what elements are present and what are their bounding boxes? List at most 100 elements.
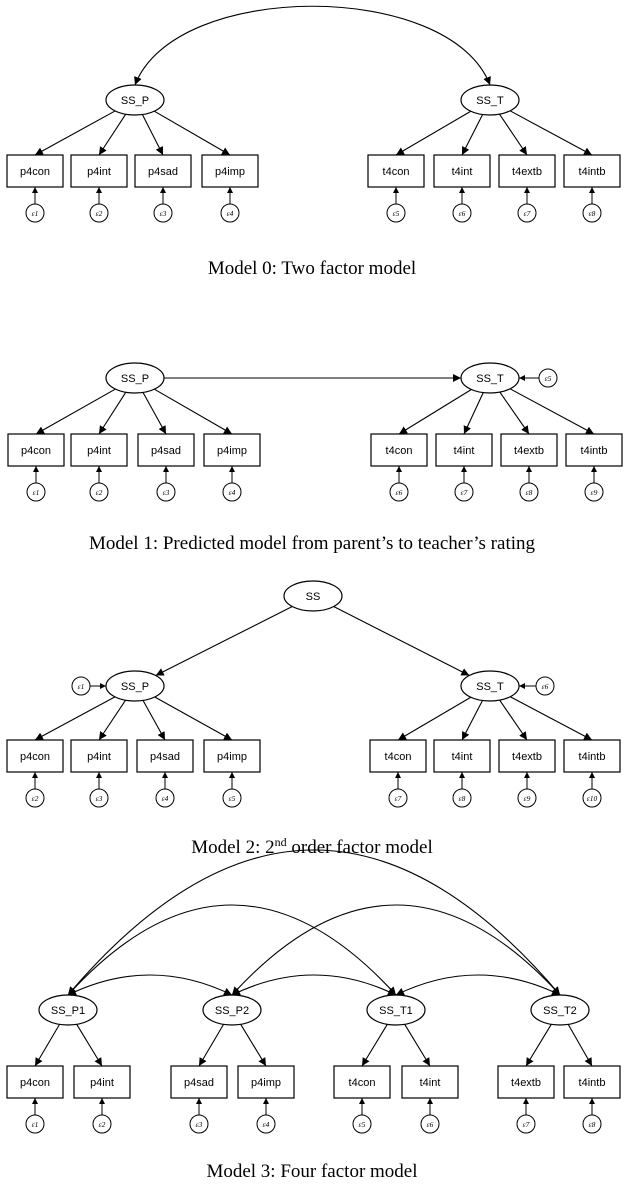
loading-ssp2-p4sad <box>198 1024 225 1067</box>
error-label: ε8 <box>459 794 466 803</box>
error-label: ε2 <box>99 1120 106 1129</box>
loading-sst-t4intb <box>509 110 593 156</box>
error-circle <box>155 788 175 808</box>
indicator-label: p4con <box>20 751 50 763</box>
disturbance-label: ε6 <box>542 682 549 691</box>
latent-ssp <box>105 670 165 702</box>
error-label: ε8 <box>589 209 596 218</box>
caption-main: Model 2: 2 <box>191 837 274 858</box>
covariance-ssp1-sst2 <box>67 849 561 996</box>
error-label: ε3 <box>196 1120 203 1129</box>
latent-label: SS_T <box>476 681 504 693</box>
latent-label: SS <box>306 591 321 603</box>
loading-sst1-t4con <box>361 1024 388 1067</box>
error-label: ε3 <box>160 209 167 218</box>
error-label: ε7 <box>461 488 468 497</box>
indicator-label: p4imp <box>217 751 247 763</box>
error-label: ε1 <box>32 1120 39 1129</box>
error-label: ε2 <box>32 794 39 803</box>
error-label: ε6 <box>427 1120 434 1129</box>
error-circle <box>454 482 474 502</box>
indicator-box-p4imp <box>203 739 261 773</box>
loading-ssp-p4sad <box>142 392 167 435</box>
error-circle <box>25 203 45 223</box>
error-circle <box>156 482 176 502</box>
disturbance-label: ε1 <box>78 682 85 691</box>
error-circle <box>386 203 406 223</box>
indicator-box-t4extb <box>498 739 556 773</box>
indicator-label: p4imp <box>217 445 247 457</box>
indicator-label: t4intb <box>579 751 606 763</box>
error-circle <box>516 1114 536 1134</box>
error-circle <box>388 788 408 808</box>
covariance-ssp2-sst1 <box>231 974 397 996</box>
latent-sst <box>460 362 520 394</box>
latent-sst2 <box>530 994 590 1026</box>
loading-sst-t4int <box>463 392 484 435</box>
error-circle <box>220 203 240 223</box>
latent-ssp1 <box>38 994 98 1026</box>
covariance-ssp2-sst2 <box>231 904 561 996</box>
error-label: ε5 <box>393 209 400 218</box>
covariance-ssp1-sst1 <box>67 904 397 996</box>
error-label: ε4 <box>162 794 169 803</box>
loading-ssp-p4con <box>34 110 116 156</box>
indicator-box-t4intb <box>563 739 621 773</box>
error-circle <box>519 482 539 502</box>
indicator-label: t4extb <box>511 1077 541 1089</box>
indicator-box-p4sad <box>136 739 194 773</box>
error-circle <box>25 1114 45 1134</box>
loading-sst-t4intb <box>510 696 593 741</box>
indicator-label: p4con <box>20 166 50 178</box>
disturbance-label: ε5 <box>545 374 552 383</box>
latent-label: SS_P <box>121 373 149 385</box>
model-2: p4conε2p4intε3p4sadε4p4impε5t4conε7t4int… <box>6 580 621 858</box>
error-circle <box>582 203 602 223</box>
indicator-box-t4intb <box>563 154 621 188</box>
indicator-label: t4int <box>452 751 473 763</box>
model-caption: Model 2: 2nd order factor model <box>191 835 433 858</box>
loading-ssp-p4con <box>35 388 116 435</box>
model-0: p4conε1p4intε2p4sadε3p4impε4t4conε5t4int… <box>6 5 621 279</box>
error-label: ε7 <box>524 209 531 218</box>
indicator-label: t4int <box>420 1077 441 1089</box>
covariance-sst1-sst2 <box>395 974 561 996</box>
loading-sst2-t4intb <box>567 1024 593 1067</box>
loading-sst-t4con <box>398 389 472 435</box>
error-label: ε8 <box>526 488 533 497</box>
indicator-box-p4con <box>6 1065 64 1099</box>
indicator-label: t4con <box>386 445 413 457</box>
model-1: p4conε1p4intε2p4sadε3p4impε4t4conε6t4int… <box>7 362 623 554</box>
covariance-ssp1-ssp2 <box>67 974 233 996</box>
indicator-label: t4int <box>452 166 473 178</box>
loading-sst-t4intb <box>509 388 595 435</box>
latent-label: SS_P <box>121 681 149 693</box>
latent-label: SS_T <box>476 373 504 385</box>
loading-ssp-p4sad <box>142 700 166 741</box>
indicator-box-p4imp <box>203 433 261 467</box>
loading-sst-t4extb <box>499 391 530 435</box>
indicator-label: p4con <box>20 1077 50 1089</box>
latent-label: SS_P <box>121 95 149 107</box>
model-caption: Model 1: Predicted model from parent’s t… <box>89 533 536 554</box>
error-label: ε10 <box>587 794 598 803</box>
error-label: ε2 <box>96 488 103 497</box>
loading-sst-t4int <box>461 114 484 156</box>
error-label: ε4 <box>263 1120 270 1129</box>
indicator-label: t4extb <box>514 445 544 457</box>
latent-label: SS_T1 <box>379 1005 413 1017</box>
disturbance-circle <box>538 368 558 388</box>
error-circle <box>452 788 472 808</box>
latent-label: SS_T2 <box>543 1005 577 1017</box>
caption-superscript: nd <box>275 835 287 849</box>
error-circle <box>25 788 45 808</box>
error-label: ε5 <box>359 1120 366 1129</box>
loading-ssp-p4int <box>98 391 127 435</box>
disturbance-circle <box>535 676 555 696</box>
error-label: ε3 <box>96 794 103 803</box>
loading-sst-t4int <box>461 700 483 741</box>
error-circle <box>420 1114 440 1134</box>
indicator-label: p4con <box>21 445 51 457</box>
loading-ssp-p4sad <box>141 114 164 156</box>
indicator-label: t4con <box>385 751 412 763</box>
